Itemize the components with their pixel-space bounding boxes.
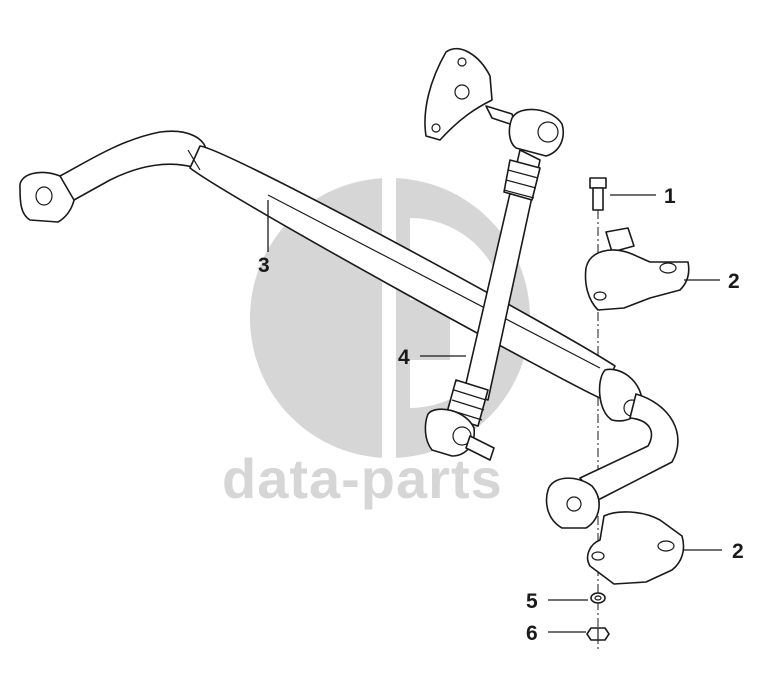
callout-5: 5 — [526, 590, 538, 613]
callout-2-lower: 2 — [732, 540, 744, 563]
nut — [586, 627, 610, 641]
stabilizer-link — [424, 47, 564, 461]
callout-3: 3 — [258, 254, 270, 277]
watermark-text: data-parts — [222, 447, 503, 510]
bolt — [589, 177, 607, 211]
callout-2-upper: 2 — [728, 270, 740, 293]
callout-4: 4 — [398, 346, 410, 369]
stabilizer-bar — [19, 130, 679, 529]
callout-6: 6 — [526, 622, 538, 645]
callout-1: 1 — [664, 185, 676, 208]
washer — [590, 592, 606, 604]
bracket-lower — [586, 511, 685, 585]
bracket-upper — [584, 227, 690, 311]
